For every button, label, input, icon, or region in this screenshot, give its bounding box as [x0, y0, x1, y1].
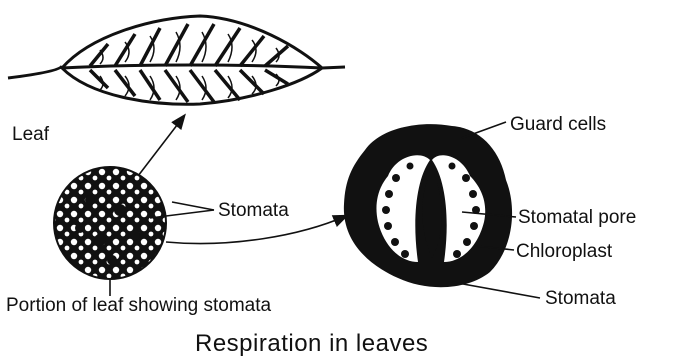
figure-caption: Respiration in leaves: [195, 330, 428, 357]
stoma-detail: [344, 124, 512, 287]
label-guard-cells: Guard cells: [510, 114, 606, 135]
label-portion-of-leaf: Portion of leaf showing stomata: [6, 295, 272, 316]
label-stomatal-pore: Stomatal pore: [518, 207, 636, 228]
label-leaf: Leaf: [12, 124, 50, 145]
label-chloroplast: Chloroplast: [516, 241, 613, 262]
leaf-portion-circle: [54, 167, 166, 279]
label-stomata-right: Stomata: [545, 288, 616, 309]
arrow-circle-to-leaf: [138, 116, 184, 176]
label-stomata-left: Stomata: [218, 200, 289, 221]
leaf-illustration: [8, 16, 345, 104]
